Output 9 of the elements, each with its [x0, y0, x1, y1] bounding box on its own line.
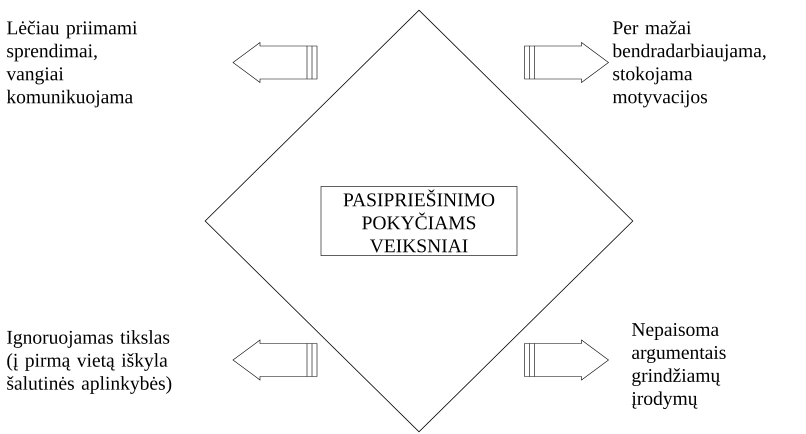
block-arrow [524, 339, 609, 381]
block-arrow [232, 339, 318, 381]
factor-text: Ignoruojamas tikslas (į pirmą vietą iškyla šalutinės aplinkybės) [7, 330, 172, 394]
title-box: PASIPRIEŠINIMO POKYČIAMS VEIKSNIAI [320, 186, 518, 256]
block-arrow [232, 42, 318, 84]
factor-text: Lėčiau priimami sprendimai, vangiai komunikuojama [6, 20, 138, 108]
factor-text: Per mažai bendradarbiaujama, stokojama motyvacijos [612, 20, 766, 108]
block-arrow [524, 42, 609, 84]
factor-text: Nepaisoma argumentais grindžiamų įrodymų [632, 322, 726, 410]
